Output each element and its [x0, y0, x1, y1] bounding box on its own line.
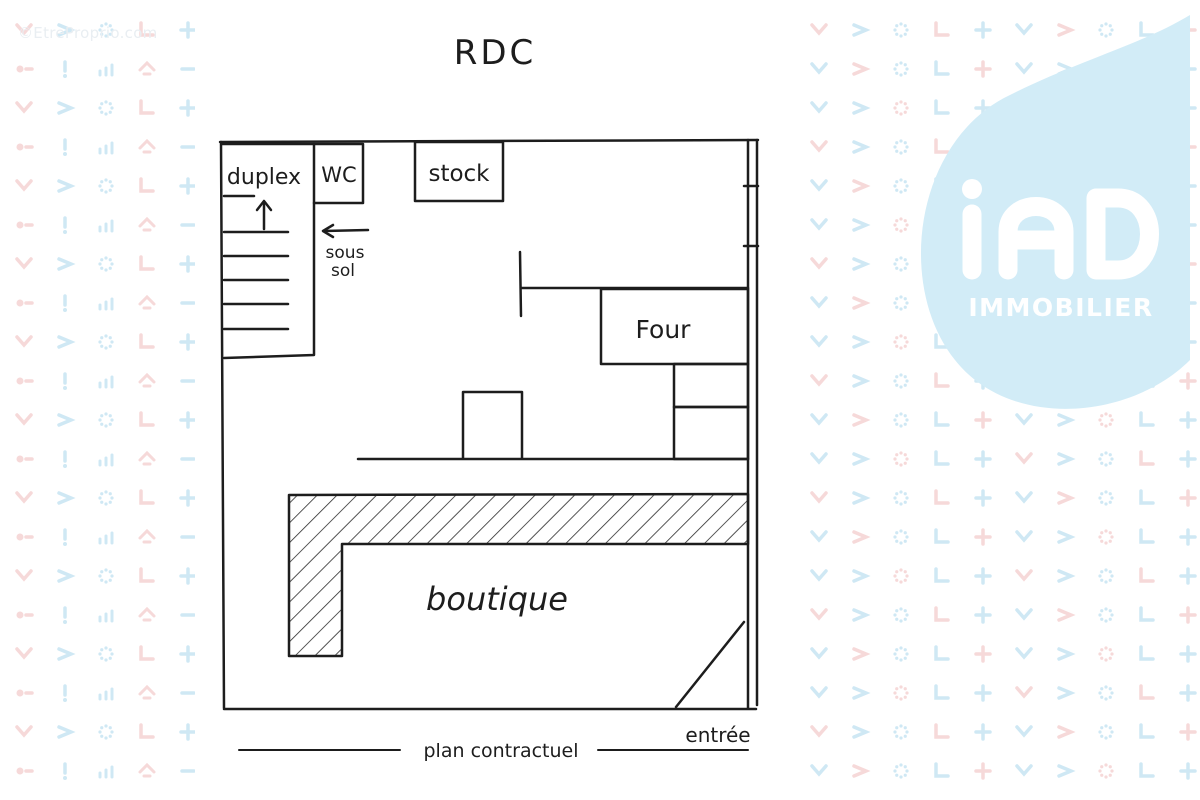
stock-room — [413, 140, 505, 203]
sous-sol-arrow-shaft — [322, 228, 370, 233]
stair-arrow-head — [255, 199, 273, 212]
entry-door — [674, 620, 746, 709]
wc-room — [312, 142, 365, 205]
iad-mark-icon — [962, 188, 1159, 280]
logo-subtitle: IMMOBILIER — [968, 293, 1153, 322]
label-wc: WC — [321, 163, 356, 187]
watermark-text: ©EtreProprio.com — [18, 24, 158, 42]
label-stock: stock — [428, 161, 490, 187]
label-duplex: duplex — [227, 165, 301, 190]
label-sous: sous — [326, 243, 365, 263]
plan-title: RDC — [454, 33, 537, 73]
sous-sol-arrow-head — [321, 223, 335, 239]
label-four: Four — [636, 315, 692, 344]
background-pattern-left — [0, 0, 195, 800]
outer-wall-left — [219, 140, 226, 710]
hatched-counter — [287, 492, 750, 658]
duplex-block — [220, 142, 316, 360]
equipment-lower — [672, 405, 750, 461]
label-entree: entrée — [685, 723, 750, 747]
small-box — [461, 390, 524, 460]
logo-dot — [962, 179, 982, 199]
label-sol: sol — [331, 261, 355, 281]
equipment-upper — [672, 362, 750, 409]
label-plan-contractuel: plan contractuel — [424, 740, 579, 762]
label-boutique: boutique — [426, 580, 568, 618]
pattern-left-svg — [15, 21, 195, 780]
